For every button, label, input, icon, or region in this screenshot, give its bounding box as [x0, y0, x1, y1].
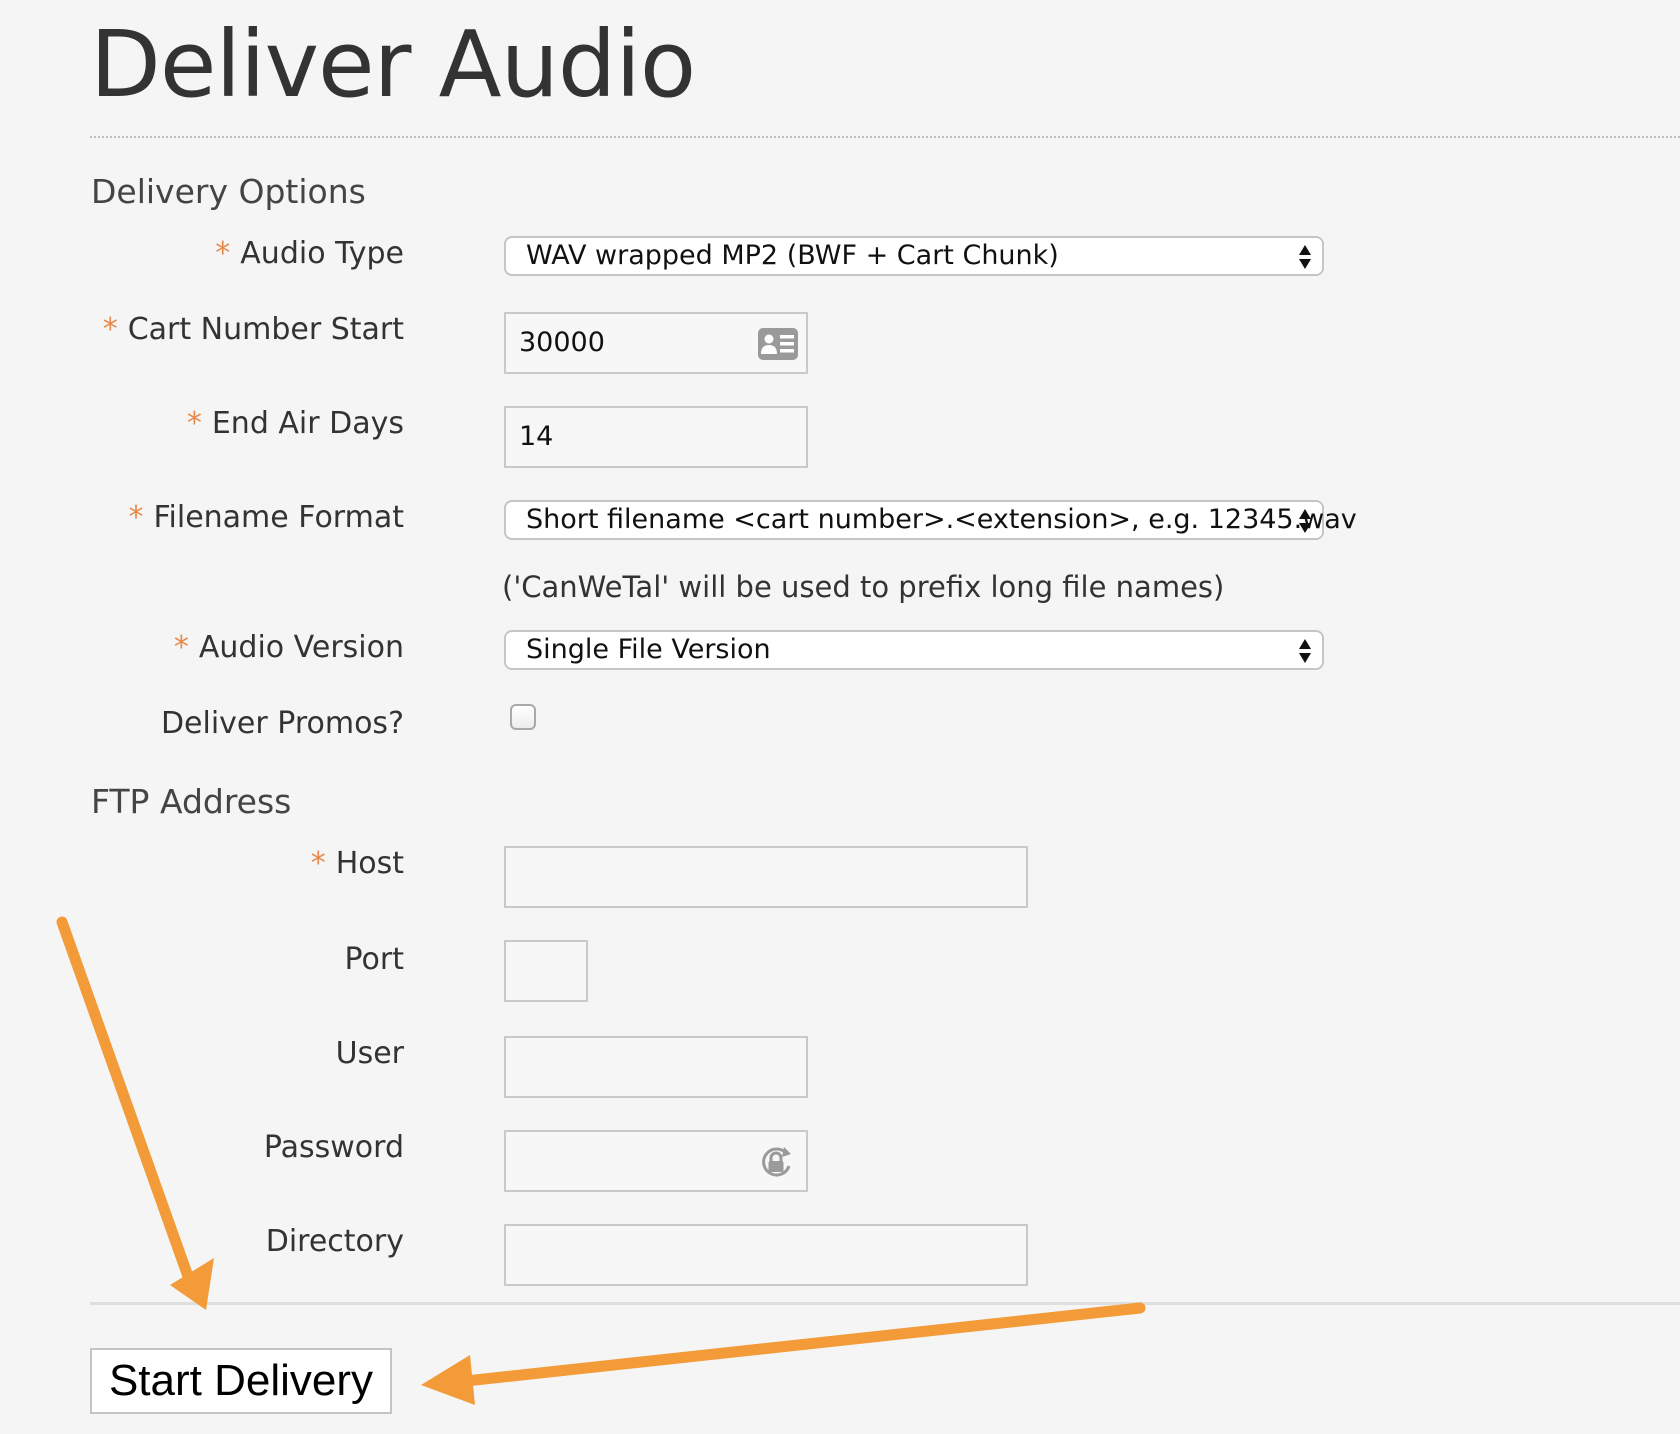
- audio-version-label-text: Audio Version: [198, 630, 404, 665]
- required-marker: *: [128, 500, 144, 535]
- password-input[interactable]: [504, 1130, 808, 1192]
- password-label: Password: [263, 1130, 404, 1165]
- select-arrows-icon: [1299, 639, 1311, 663]
- end-air-days-label-text: End Air Days: [211, 406, 404, 441]
- port-label: Port: [344, 942, 404, 977]
- annotation-arrow-left: [421, 1302, 1146, 1405]
- deliver-promos-checkbox[interactable]: [510, 704, 536, 730]
- audio-type-label: * Audio Type: [215, 236, 404, 271]
- host-label-text: Host: [335, 846, 404, 881]
- filename-format-selected-value: Short filename <cart number>.<extension>…: [526, 504, 1357, 535]
- audio-version-select[interactable]: Single File Version: [504, 630, 1324, 670]
- required-marker: *: [215, 236, 231, 271]
- section-heading-ftp-address: FTP Address: [91, 782, 292, 821]
- audio-type-selected-value: WAV wrapped MP2 (BWF + Cart Chunk): [526, 240, 1059, 271]
- filename-format-label: * Filename Format: [128, 500, 404, 535]
- required-marker: *: [173, 630, 189, 665]
- user-input[interactable]: [504, 1036, 808, 1098]
- cart-number-start-input[interactable]: 30000: [504, 312, 808, 374]
- filename-format-select[interactable]: Short filename <cart number>.<extension>…: [504, 500, 1357, 540]
- cart-number-start-label-text: Cart Number Start: [127, 312, 404, 347]
- page-title: Deliver Audio: [90, 11, 696, 118]
- select-arrows-icon: [1299, 509, 1311, 533]
- select-arrows-icon: [1299, 245, 1311, 269]
- cart-number-start-label: * Cart Number Start: [103, 312, 404, 347]
- required-marker: *: [102, 312, 118, 347]
- filename-format-label-text: Filename Format: [153, 500, 404, 535]
- cart-number-start-value: 30000: [519, 327, 605, 358]
- password-key-icon[interactable]: [756, 1142, 796, 1182]
- host-label: * Host: [311, 846, 404, 881]
- port-input[interactable]: [504, 940, 588, 1002]
- audio-type-label-text: Audio Type: [240, 236, 404, 271]
- required-marker: *: [310, 846, 326, 881]
- end-air-days-value: 14: [519, 421, 554, 452]
- directory-input[interactable]: [504, 1224, 1028, 1286]
- user-label: User: [335, 1036, 404, 1071]
- contact-card-icon[interactable]: [756, 326, 800, 362]
- section-heading-delivery-options: Delivery Options: [91, 172, 366, 211]
- start-delivery-button[interactable]: Start Delivery: [90, 1348, 392, 1414]
- host-input[interactable]: [504, 846, 1028, 908]
- title-divider: [90, 136, 1680, 138]
- audio-version-label: * Audio Version: [174, 630, 404, 665]
- required-marker: *: [186, 406, 202, 441]
- filename-prefix-hint: ('CanWeTal' will be used to prefix long …: [502, 570, 1225, 604]
- form-footer-divider: [90, 1302, 1680, 1305]
- end-air-days-input[interactable]: 14: [504, 406, 808, 468]
- audio-type-select[interactable]: WAV wrapped MP2 (BWF + Cart Chunk): [504, 236, 1324, 276]
- deliver-promos-label: Deliver Promos?: [160, 706, 404, 741]
- end-air-days-label: * End Air Days: [187, 406, 404, 441]
- annotation-arrow-down: [56, 916, 214, 1310]
- directory-label: Directory: [265, 1224, 404, 1259]
- audio-version-selected-value: Single File Version: [526, 634, 771, 665]
